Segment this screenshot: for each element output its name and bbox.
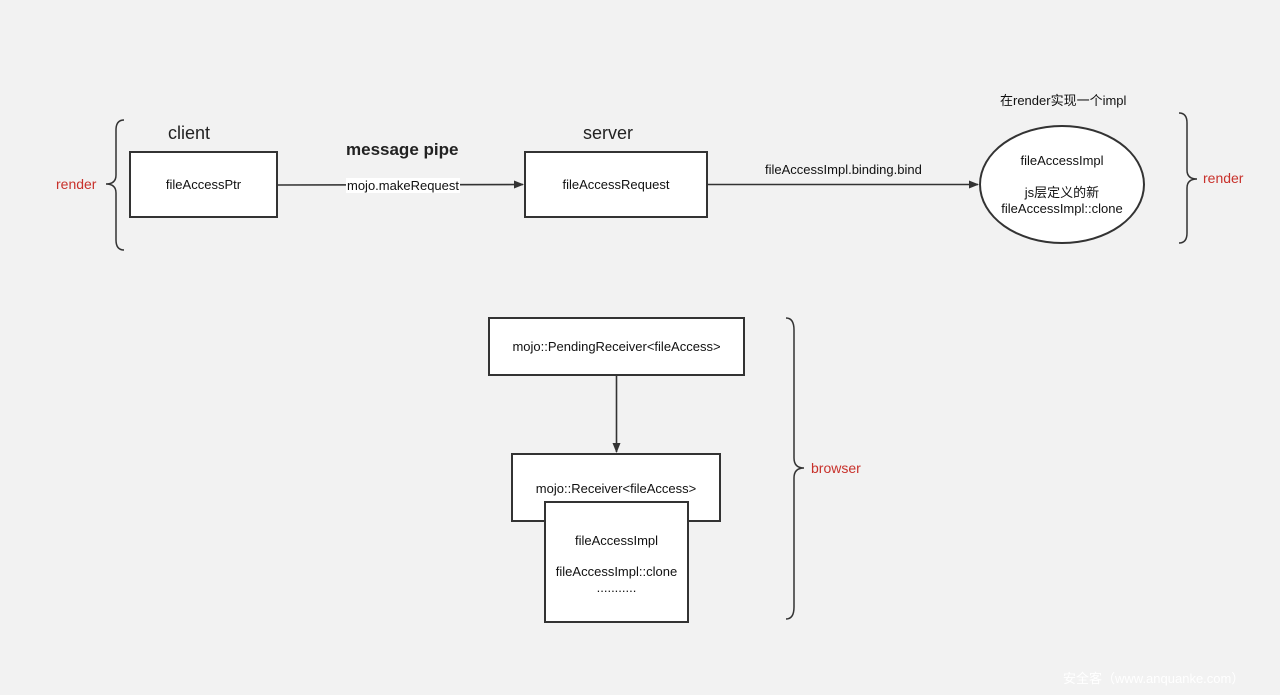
render-label-right: render bbox=[1203, 170, 1244, 186]
impl-box-line1: fileAccessImpl bbox=[574, 533, 659, 548]
impl-ellipse-line1: fileAccessImpl bbox=[1020, 152, 1104, 168]
message-pipe-heading: message pipe bbox=[346, 140, 459, 159]
impl-box-line3: ........... bbox=[596, 580, 637, 595]
impl-box: fileAccessImpl fileAccessImpl::clone ...… bbox=[544, 501, 689, 623]
left-render-brace bbox=[105, 119, 125, 251]
impl-note: 在render实现一个impl bbox=[1000, 93, 1127, 108]
impl-box-line2: fileAccessImpl::clone bbox=[555, 564, 678, 579]
watermark: 安全客（www.anquanke.com） bbox=[1063, 671, 1245, 686]
binding-bind-label: fileAccessImpl.binding.bind bbox=[765, 162, 922, 177]
right-render-brace bbox=[1178, 112, 1198, 244]
browser-label: browser bbox=[811, 460, 861, 476]
client-box-label: fileAccessPtr bbox=[165, 177, 242, 192]
impl-ellipse-line2: js层定义的新 bbox=[1024, 184, 1100, 200]
server-box-label: fileAccessRequest bbox=[562, 177, 670, 192]
browser-brace bbox=[785, 317, 805, 620]
client-box: fileAccessPtr bbox=[129, 151, 278, 218]
pending-receiver-label: mojo::PendingReceiver<fileAccess> bbox=[512, 339, 721, 354]
receiver-box-label: mojo::Receiver<fileAccess> bbox=[535, 481, 697, 496]
server-heading: server bbox=[583, 123, 634, 143]
make-request-label: mojo.makeRequest bbox=[346, 178, 460, 193]
server-box: fileAccessRequest bbox=[524, 151, 708, 218]
pending-receiver-box: mojo::PendingReceiver<fileAccess> bbox=[488, 317, 745, 376]
impl-ellipse: fileAccessImpl js层定义的新 fileAccessImpl::c… bbox=[979, 125, 1145, 244]
client-heading: client bbox=[168, 123, 211, 143]
impl-ellipse-line3: fileAccessImpl::clone bbox=[1001, 200, 1123, 216]
render-label-left: render bbox=[56, 176, 97, 192]
